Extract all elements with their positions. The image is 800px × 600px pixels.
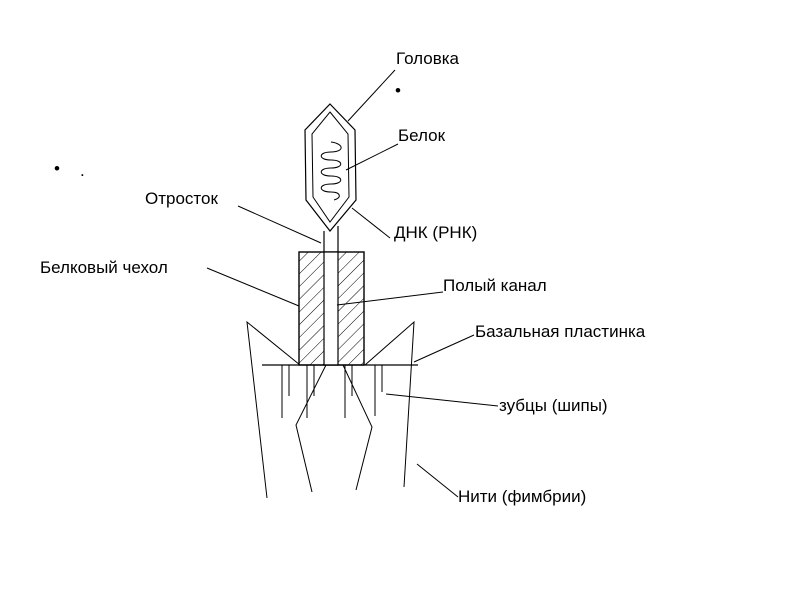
label-head: Головка (396, 49, 460, 68)
label-protein: Белок (398, 126, 446, 145)
tail-spikes (282, 365, 382, 418)
bullet-mark-top: • (395, 81, 401, 100)
period-mark-left: . (80, 161, 85, 180)
dna-coil (321, 142, 341, 200)
label-channel: Полый канал (443, 276, 547, 295)
label-process: Отросток (145, 189, 218, 208)
label-baseplate: Базальная пластинка (475, 322, 646, 341)
label-spikes: зубцы (шипы) (499, 396, 608, 415)
label-sheath: Белковый чехол (40, 258, 168, 277)
protein-sheath (299, 252, 364, 365)
phage-head (305, 104, 356, 231)
label-dna: ДНК (РНК) (394, 223, 477, 242)
label-fibers: Нити (фимбрии) (458, 487, 586, 506)
bullet-mark-left: • (54, 159, 60, 178)
